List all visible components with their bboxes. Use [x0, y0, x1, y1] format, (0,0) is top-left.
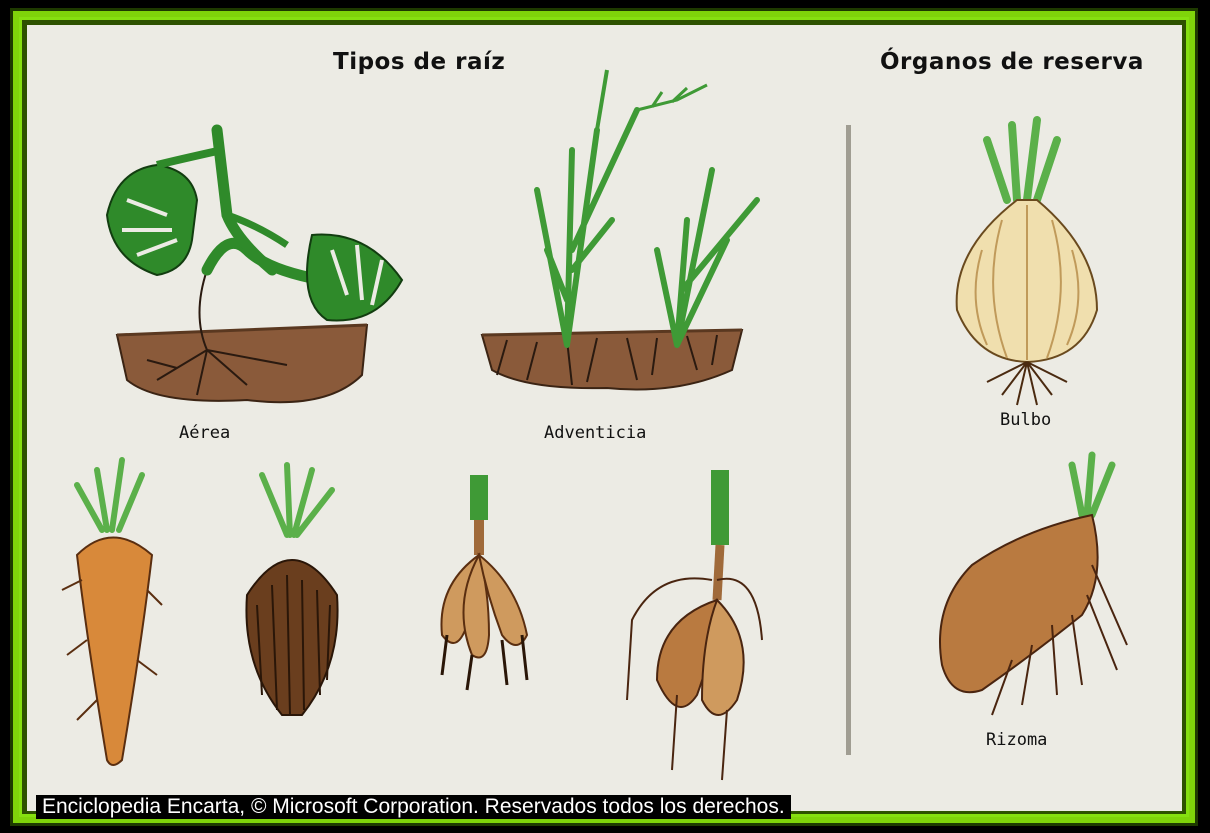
label-adventicia: Adventicia	[544, 423, 646, 443]
label-rizoma: Rizoma	[986, 730, 1047, 750]
title-storage-organs: Órganos de reserva	[880, 49, 1144, 75]
section-divider	[846, 125, 851, 755]
bulb-illustration	[947, 120, 1107, 410]
label-bulbo: Bulbo	[1000, 410, 1051, 430]
tuberous-fibrous-root-illustration	[617, 470, 767, 790]
copyright-footer: Enciclopedia Encarta, © Microsoft Corpor…	[36, 795, 791, 819]
adventitious-root-illustration	[477, 70, 767, 410]
label-aerea: Aérea	[179, 423, 230, 443]
taproot-illustration	[57, 460, 167, 780]
fibrous-root-illustration	[232, 465, 352, 725]
illustration-canvas: Tipos de raíz Órganos de reserva Aérea	[27, 25, 1182, 811]
aerial-root-illustration	[97, 120, 417, 410]
tuberous-root-illustration	[427, 475, 547, 705]
rhizome-illustration	[932, 455, 1132, 735]
